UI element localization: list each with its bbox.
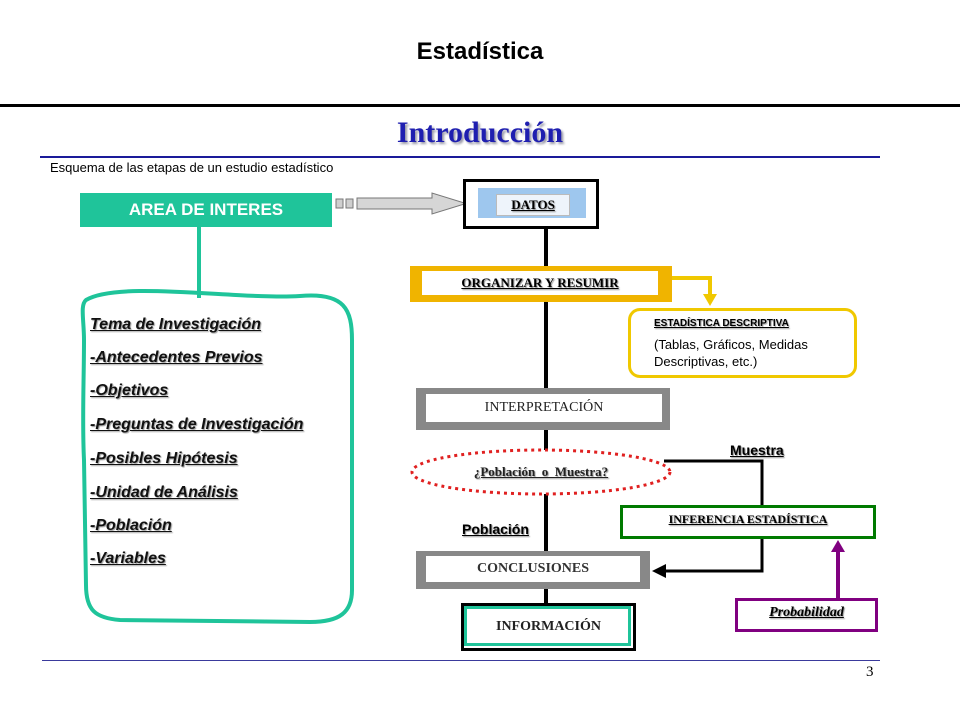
question-ellipse (410, 448, 672, 496)
section-heading: Introducción (396, 116, 564, 149)
organizar-label: ORGANIZAR Y RESUMIR (422, 271, 658, 295)
estadistica-descriptiva-title: ESTADÍSTICA DESCRIPTIVA (654, 318, 789, 329)
estadistica-descriptiva-box (628, 308, 857, 378)
area-de-interes-box: AREA DE INTERES (80, 193, 332, 227)
datos-label: DATOS (496, 194, 570, 216)
conclusiones-label: CONCLUSIONES (426, 556, 640, 582)
page-number: 3 (866, 664, 874, 680)
slide-title: Estadística (416, 38, 544, 65)
topic-item: -Posibles Hipótesis (90, 450, 238, 467)
question-label: ¿Población o Muestra? (473, 464, 609, 479)
topics-outline (80, 288, 354, 625)
poblacion-label: Población (462, 521, 529, 537)
inferencia-label: INFERENCIA ESTADÍSTICA (668, 511, 828, 526)
heading-divider (40, 156, 880, 158)
subtitle: Esquema de las etapas de un estudio esta… (50, 160, 334, 175)
estadistica-descriptiva-text: (Tablas, Gráficos, Medidas Descriptivas,… (654, 337, 808, 369)
topic-item: -Unidad de Análisis (90, 484, 238, 501)
topic-item: -Preguntas de Investigación (90, 416, 304, 433)
topic-item: -Variables (90, 550, 166, 567)
informacion-label: INFORMACIÓN (496, 619, 601, 634)
inferencia-box (620, 505, 876, 539)
muestra-label: Muestra (730, 442, 784, 458)
arrow-block-1 (335, 198, 344, 209)
topic-item: -Antecedentes Previos (90, 349, 263, 366)
topic-item: -Objetivos (90, 382, 169, 399)
title-divider (0, 104, 960, 107)
topic-item: -Población (90, 517, 172, 534)
informacion-inner-border (464, 606, 631, 646)
topic-item: Tema de Investigación (90, 316, 262, 333)
arrow-to-datos (356, 192, 468, 215)
probabilidad-label: Probabilidad (769, 605, 844, 620)
footer-divider (42, 660, 880, 661)
probabilidad-box (735, 598, 878, 632)
interpretacion-label: INTERPRETACIÓN (426, 394, 662, 422)
arrow-block-2 (345, 198, 354, 209)
